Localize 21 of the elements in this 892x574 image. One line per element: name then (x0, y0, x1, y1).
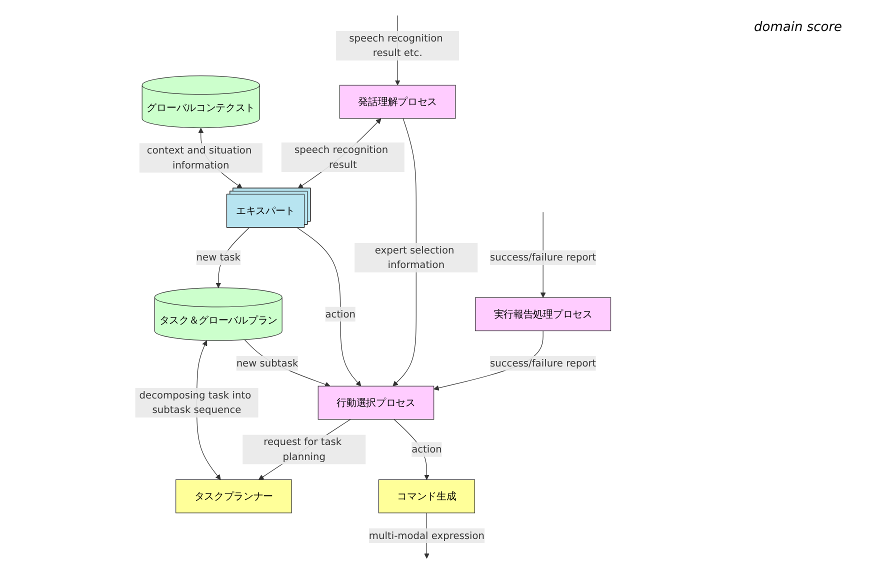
edge-label: action (412, 443, 442, 456)
edge-label: success/failure report (490, 357, 596, 369)
edge-label: decomposing task into subtask sequence (139, 389, 252, 416)
node-box: コマンド生成 (378, 479, 476, 514)
edge-label: request for task planning (264, 436, 342, 462)
edge-label: action (325, 308, 356, 320)
edge-label: speech recognition result etc. (349, 32, 443, 59)
node-box: タスクプランナー (176, 479, 292, 514)
arrow (392, 118, 416, 386)
edge-label: new subtask (236, 357, 298, 369)
edge-label: multi-modal expression (368, 530, 485, 542)
node-box: 行動選択プロセス (318, 386, 434, 420)
edge-label: context and situation information (146, 144, 252, 171)
edge-label: new task (196, 251, 240, 264)
edge-label: expert selection information (374, 244, 454, 271)
note-text: domain score (754, 20, 844, 35)
node-box: 発話理解プロセス (339, 84, 456, 119)
node-box: 実行報告処理プロセス (475, 297, 612, 332)
edge-label: success/failure report (490, 251, 596, 264)
arrow (296, 227, 362, 386)
edge-label: speech recognition result (294, 144, 388, 170)
